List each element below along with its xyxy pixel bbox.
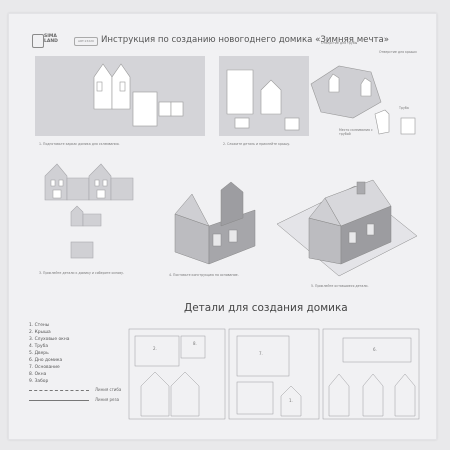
fold-line-label: Линия сгиба [95,387,122,392]
legend-item: 8. Окна [29,372,47,377]
step4-text: 4. Поставьте конструкцию на основание. [169,273,239,277]
legend-item: 7. Основание [29,365,60,370]
parts-legend: 1. Стены 2. Крыша 3. Слуховые окна 4. Тр… [29,322,69,385]
part-number: 1. [289,398,293,403]
cut-line-sample [29,400,89,401]
step1-text: 1. Подготовьте каркас домика для склеива… [39,142,120,146]
legend-item: 2. Крыша [29,330,51,335]
part-panel-1 [128,328,226,420]
fold-line-sample [29,390,89,391]
part-panel-2 [228,328,320,420]
article-badge: ART.13220 [74,37,98,46]
legend-item: 1. Стены [29,323,50,328]
step3-text: 3. Приклейте детали к домику и соберите … [39,271,125,275]
cut-line-label: Линия реза [95,397,120,402]
page-title: Инструкция по созданию новогоднего домик… [101,35,390,45]
label-pipe-note: Место склеивания с трубой [339,128,373,136]
label-pipe: Труба [399,106,409,110]
step2-text: 2. Сложите деталь и приклейте крышу. [223,142,291,146]
step5-text: 5. Приклейте оставшиеся детали. [311,284,369,288]
part-panel-3 [322,328,420,420]
legend-item: 6. Дно домика [29,358,63,363]
legend-item: 5. Дверь [29,351,49,356]
parts-title: Детали для создания домика [184,302,348,314]
part-number: 6. [373,347,377,352]
part-number: 7. [259,351,263,356]
label-roof-right: Отверстие для крыши [379,50,417,54]
label-pipe-top: Отверстие для трубы [321,41,358,45]
logo-icon [32,34,44,48]
legend-item: 9. Забор [29,379,49,384]
part-number: 2. [153,346,157,351]
legend-item: 3. Слуховые окна [29,337,70,342]
instruction-diagrams [35,56,420,420]
logo-line2: LAND [44,39,58,45]
logo-line1: SIMA [44,34,57,39]
line-legend: Линия сгиба Линия реза [29,386,139,406]
part-number: 8. [193,341,197,346]
legend-item: 4. Труба [29,344,49,349]
